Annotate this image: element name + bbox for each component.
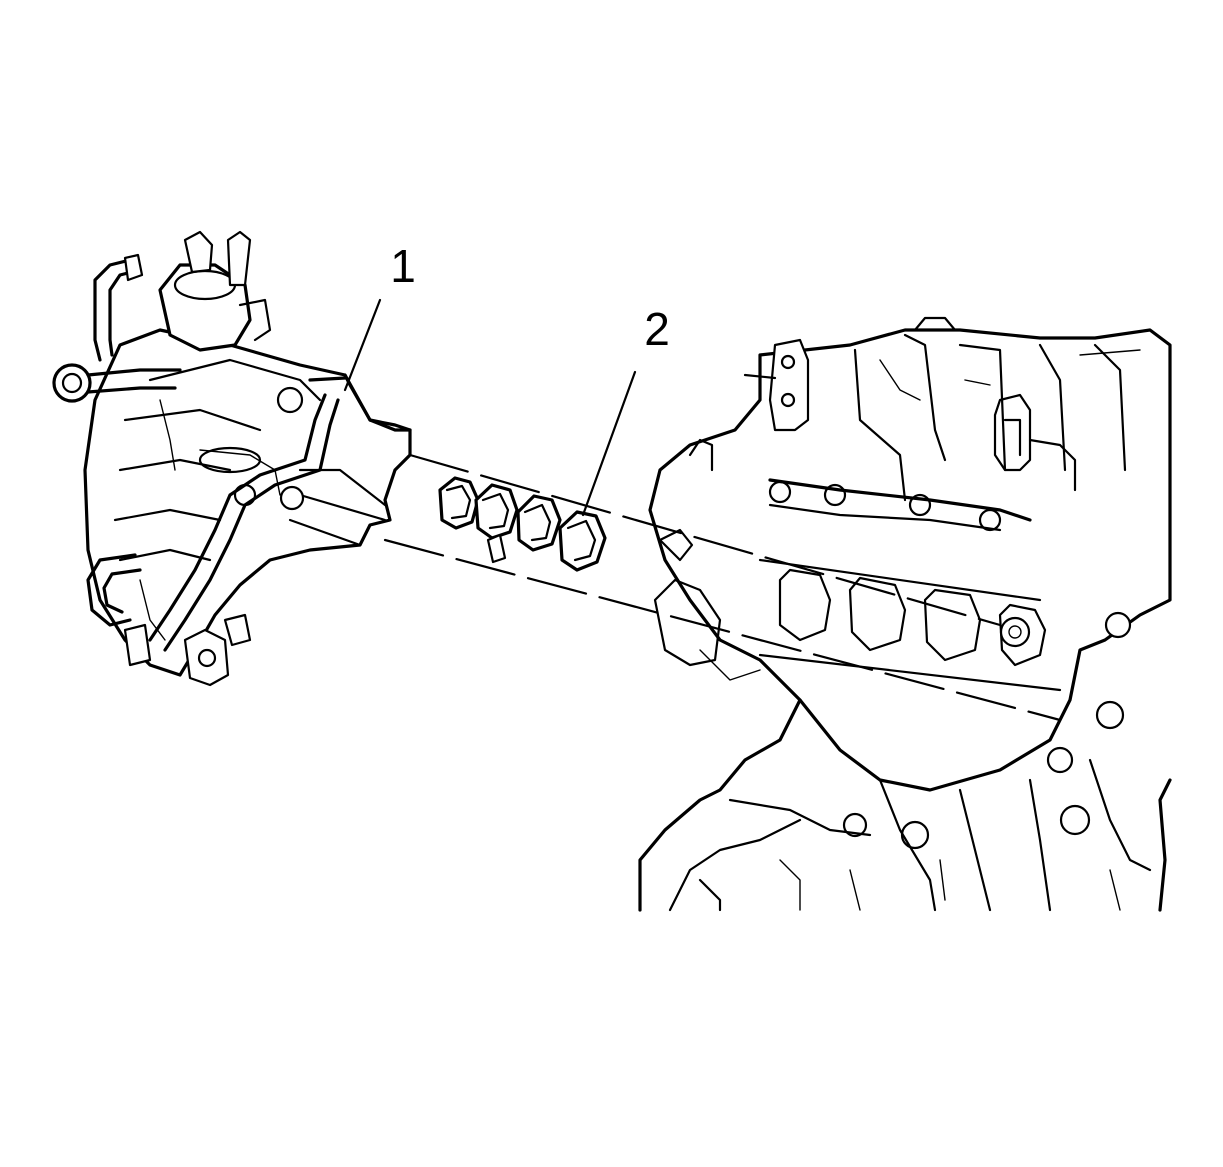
callout-1: 1 [343,240,416,392]
callout-1-label: 1 [390,240,416,292]
callout-1-leader-line [343,298,382,392]
engine-block [638,316,1172,912]
callout-2-leader-line [581,370,637,517]
callout-2: 2 [581,303,670,517]
intake-manifold [52,230,412,687]
callout-2-label: 2 [644,303,670,355]
intake-gaskets [438,476,607,572]
alignment-lines [383,453,1062,722]
